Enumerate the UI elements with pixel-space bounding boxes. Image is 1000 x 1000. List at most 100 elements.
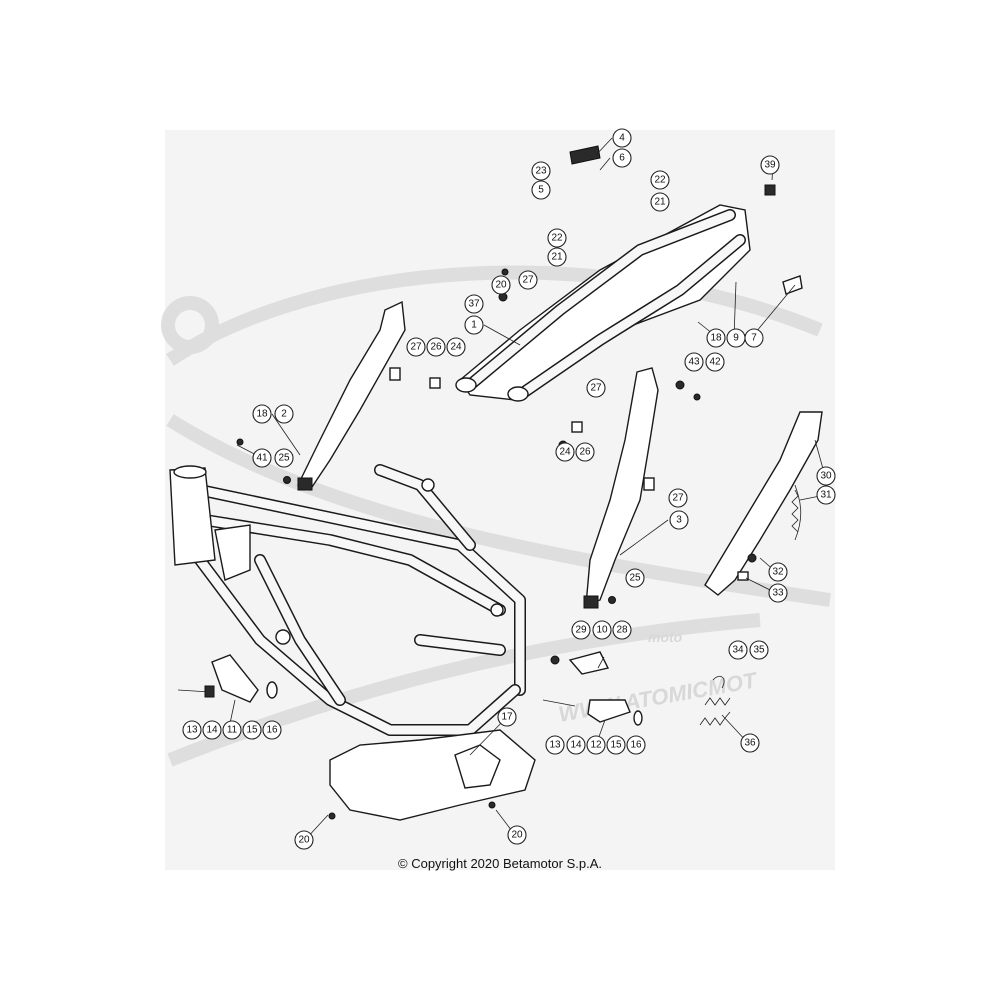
callout-27-right: 27	[668, 488, 688, 508]
svg-text:22: 22	[551, 233, 563, 244]
svg-text:35: 35	[753, 645, 765, 656]
svg-text:43: 43	[688, 357, 700, 368]
callout-21-right: 21	[650, 192, 670, 212]
callout-41: 41	[252, 448, 272, 468]
svg-text:29: 29	[575, 625, 587, 636]
watermark-url: WWW.ATOMICMOT	[557, 667, 760, 727]
svg-text:14: 14	[206, 725, 218, 736]
svg-text:24: 24	[450, 342, 462, 353]
callout-42: 42	[705, 352, 725, 372]
callout-22-right: 22	[650, 170, 670, 190]
callout-35: 35	[749, 640, 769, 660]
svg-text:21: 21	[654, 197, 666, 208]
svg-text:16: 16	[266, 725, 278, 736]
svg-text:39: 39	[764, 160, 776, 171]
callout-18-front: 18	[252, 404, 272, 424]
svg-text:20: 20	[298, 835, 310, 846]
svg-text:26: 26	[579, 447, 591, 458]
hardware	[236, 145, 803, 820]
callout-21-left: 21	[547, 247, 567, 267]
callout-27-mid: 27	[586, 378, 606, 398]
callout-7: 7	[744, 328, 764, 348]
watermark-swoosh	[166, 265, 823, 366]
svg-text:25: 25	[278, 453, 290, 464]
svg-text:26: 26	[430, 342, 442, 353]
svg-text:20: 20	[495, 280, 507, 291]
callout-24-top: 24	[446, 337, 466, 357]
svg-text:23: 23	[535, 166, 547, 177]
callout-43: 43	[684, 352, 704, 372]
callout-16-right: 16	[626, 735, 646, 755]
callout-13-right: 13	[545, 735, 565, 755]
callout-2: 2	[274, 404, 294, 424]
callout-37: 37	[464, 294, 484, 314]
callout-34: 34	[728, 640, 748, 660]
callout-6: 6	[612, 148, 632, 168]
svg-text:28: 28	[616, 625, 628, 636]
svg-text:25: 25	[629, 573, 641, 584]
callout-12: 12	[586, 735, 606, 755]
callout-39: 39	[760, 155, 780, 175]
svg-text:3: 3	[676, 515, 682, 526]
svg-text:22: 22	[654, 175, 666, 186]
svg-text:37: 37	[468, 299, 480, 310]
callout-27-top: 27	[518, 270, 538, 290]
svg-text:16: 16	[630, 740, 642, 751]
callout-23: 23	[531, 161, 551, 181]
callout-20-bottom-right: 20	[507, 825, 527, 845]
skid-plate	[329, 729, 536, 821]
callout-16-left: 16	[262, 720, 282, 740]
steering-head-tube	[169, 467, 216, 566]
callout-24-mid: 24	[555, 442, 575, 462]
svg-text:33: 33	[772, 588, 784, 599]
svg-text:17: 17	[501, 712, 513, 723]
svg-text:41: 41	[256, 453, 268, 464]
callout-3: 3	[669, 510, 689, 530]
callout-5: 5	[531, 180, 551, 200]
left-side-strut	[297, 300, 406, 491]
svg-text:34: 34	[732, 645, 744, 656]
svg-text:24: 24	[559, 447, 571, 458]
svg-text:18: 18	[256, 409, 268, 420]
svg-text:27: 27	[410, 342, 422, 353]
callout-36: 36	[740, 733, 760, 753]
callout-18-rear: 18	[706, 328, 726, 348]
svg-text:6: 6	[619, 153, 625, 164]
callout-26-mid: 26	[575, 442, 595, 462]
svg-text:13: 13	[549, 740, 561, 751]
svg-text:32: 32	[772, 567, 784, 578]
callout-15-right: 15	[606, 735, 626, 755]
svg-text:12: 12	[590, 740, 602, 751]
svg-text:20: 20	[511, 830, 523, 841]
svg-text:21: 21	[551, 252, 563, 263]
svg-text:5: 5	[538, 185, 544, 196]
svg-text:4: 4	[619, 133, 625, 144]
callouts: 1 2 3 4 5 6 7 9 10 11 12 13 13 14 14 15 …	[182, 128, 836, 850]
side-stand	[704, 411, 823, 596]
svg-text:9: 9	[733, 333, 739, 344]
rear-subframe	[455, 204, 751, 402]
svg-text:30: 30	[820, 471, 832, 482]
callout-14-left: 14	[202, 720, 222, 740]
callout-10: 10	[592, 620, 612, 640]
steering-head-top	[173, 465, 207, 479]
right-footrest	[542, 699, 643, 726]
callout-20-top: 20	[491, 275, 511, 295]
callout-33: 33	[768, 583, 788, 603]
callout-15-left: 15	[242, 720, 262, 740]
callout-28: 28	[612, 620, 632, 640]
svg-text:1: 1	[471, 320, 477, 331]
callout-14-right: 14	[566, 735, 586, 755]
svg-text:27: 27	[672, 493, 684, 504]
left-footrest	[177, 654, 278, 703]
callout-13-left: 13	[182, 720, 202, 740]
svg-text:27: 27	[590, 383, 602, 394]
callout-17: 17	[497, 707, 517, 727]
right-side-strut	[583, 367, 659, 609]
callout-20-bottom-left: 20	[294, 830, 314, 850]
callout-29: 29	[571, 620, 591, 640]
svg-text:2: 2	[281, 409, 287, 420]
svg-text:15: 15	[610, 740, 622, 751]
